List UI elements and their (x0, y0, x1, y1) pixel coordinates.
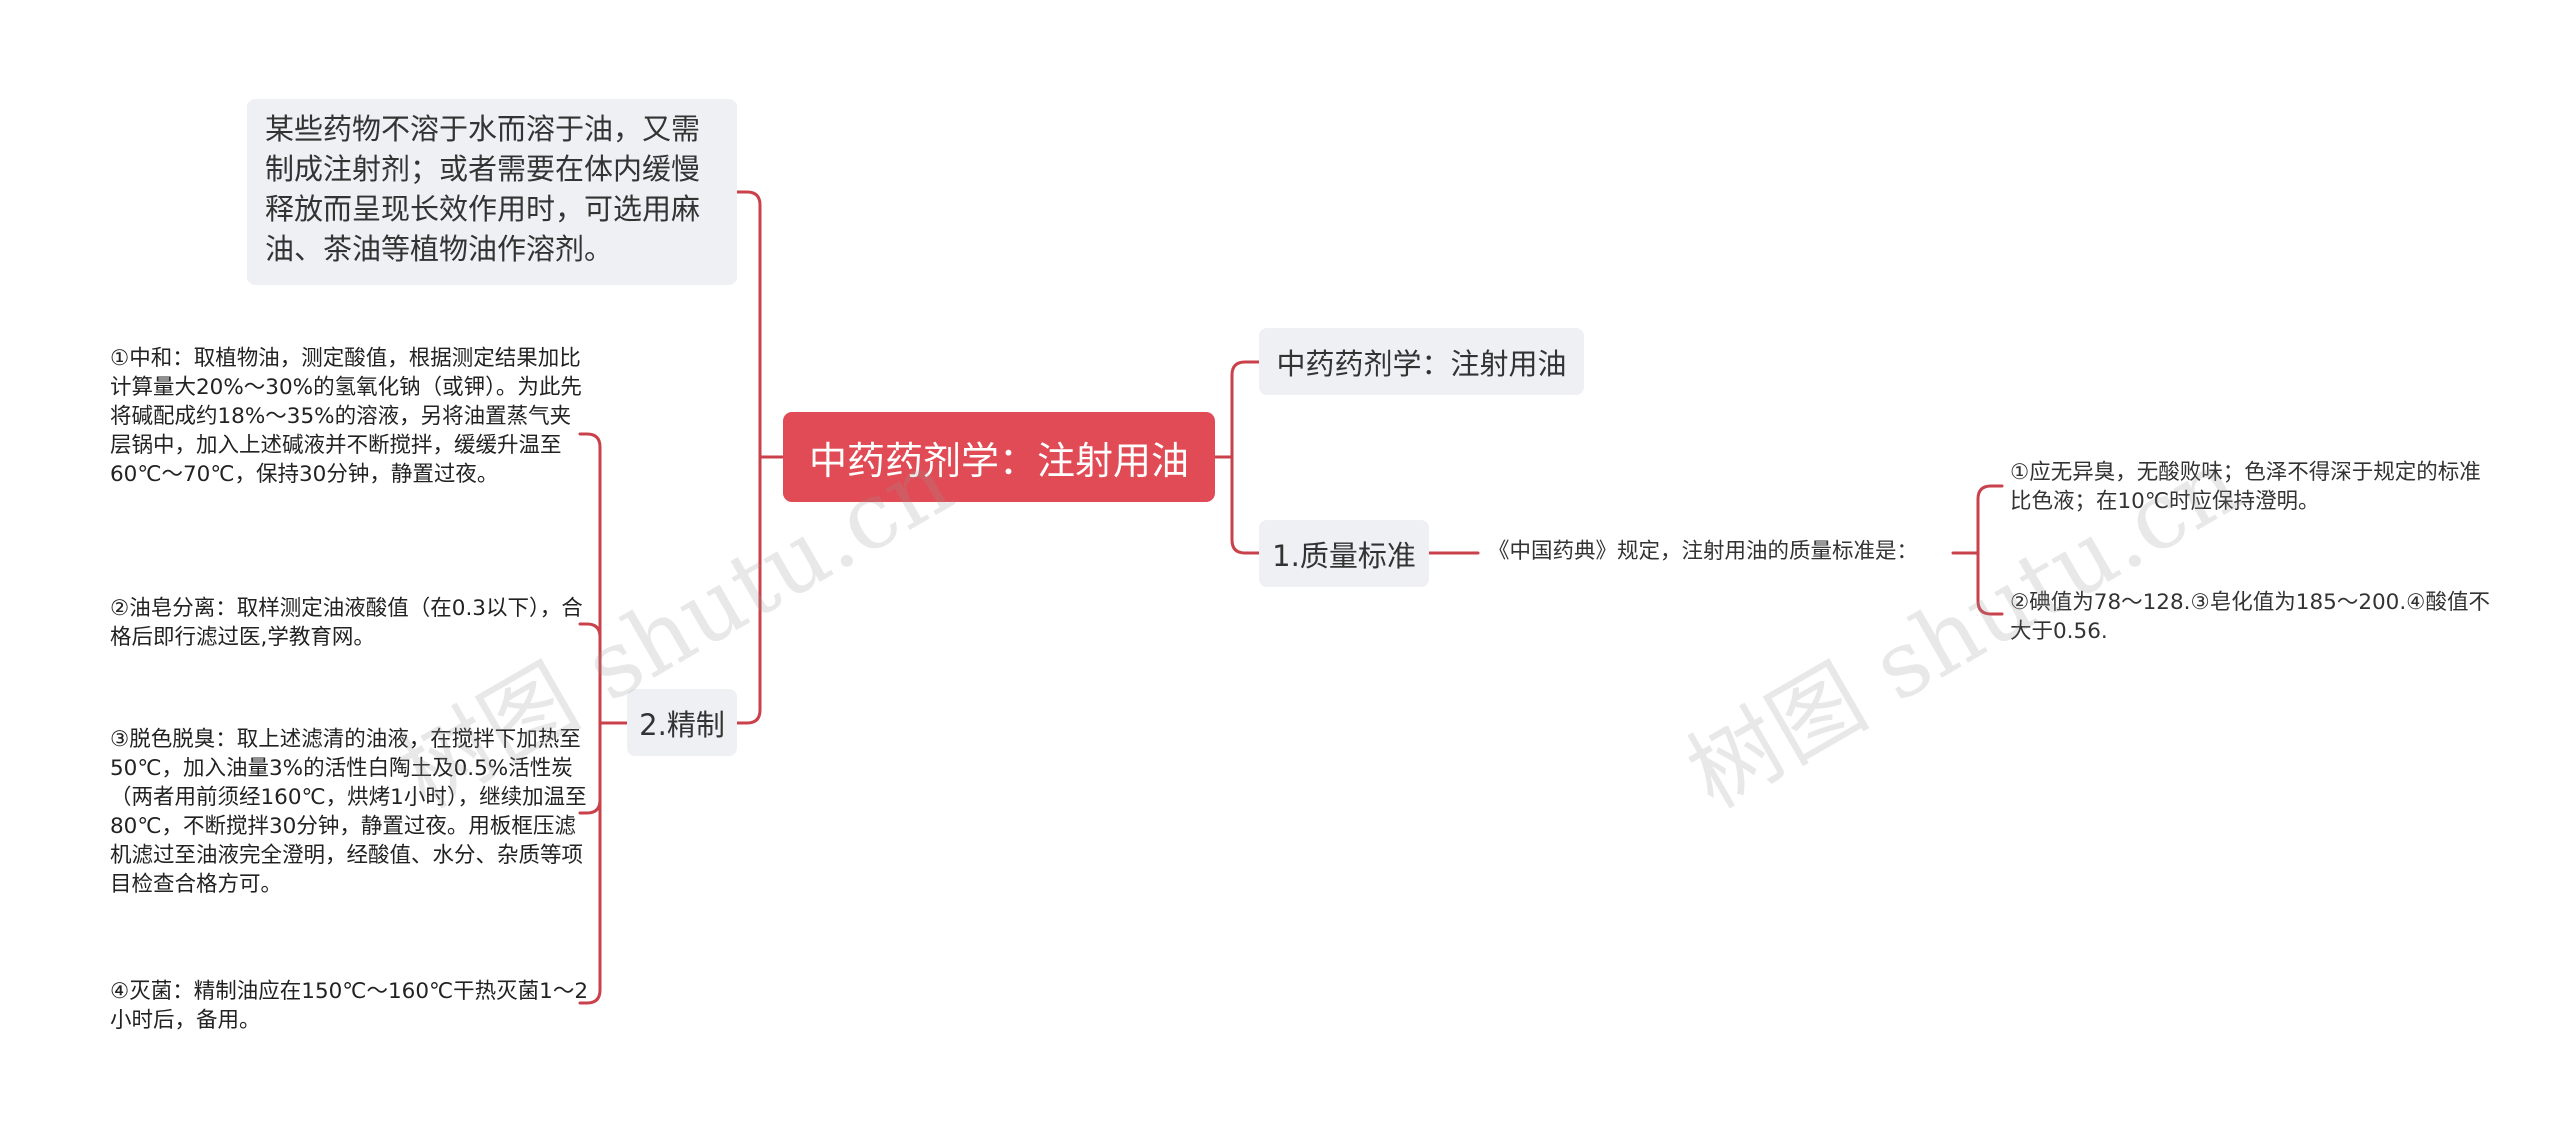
connector-root-topic (1230, 360, 1261, 459)
right-topic[interactable]: 中药药剂学：注射用油 (1259, 328, 1584, 395)
root-topic[interactable]: 中药药剂学：注射用油 (783, 412, 1215, 502)
connector-refine-step4 (578, 721, 602, 1005)
connector-refine-step2 (578, 622, 602, 725)
connector-root-quality (1230, 455, 1261, 555)
refine-step-separation[interactable]: ②油皂分离：取样测定油液酸值（在0.3以下），合格后即行滤过医,学教育网。 (110, 596, 583, 650)
intro-note[interactable]: 某些药物不溶于水而溶于油，又需制成注射剂；或者需要在体内缓慢释放而呈现长效作用时… (247, 99, 737, 285)
connector-refine-step1 (578, 432, 602, 725)
connector-root-refine (735, 455, 762, 725)
refine-topic[interactable]: 2.精制 (627, 689, 737, 756)
quality-item-1[interactable]: ①应无异臭，无酸败味；色泽不得深于规定的标准比色液；在10℃时应保持澄明。 (2010, 460, 2481, 514)
refine-step-sterilization[interactable]: ④灭菌：精制油应在150℃～160℃干热灭菌1～2小时后，备用。 (110, 979, 588, 1033)
connector-root-intro (735, 190, 762, 459)
quality-topic[interactable]: 1.质量标准 (1259, 520, 1429, 587)
quality-item-2[interactable]: ②碘值为78～128.③皂化值为185～200.④酸值不大于0.56. (2010, 590, 2490, 644)
quality-statement[interactable]: 《中国药典》规定，注射用油的质量标准是： (1488, 539, 1919, 564)
connector-item2 (1976, 551, 2004, 616)
refine-step-neutralization[interactable]: ①中和：取植物油，测定酸值，根据测定结果加比计算量大20%～30%的氢氧化钠（或… (110, 346, 582, 487)
refine-step-decolorization[interactable]: ③脱色脱臭：取上述滤清的油液，在搅拌下加热至50℃，加入油量3%的活性白陶土及0… (110, 727, 587, 897)
connector-item1 (1976, 484, 2004, 555)
